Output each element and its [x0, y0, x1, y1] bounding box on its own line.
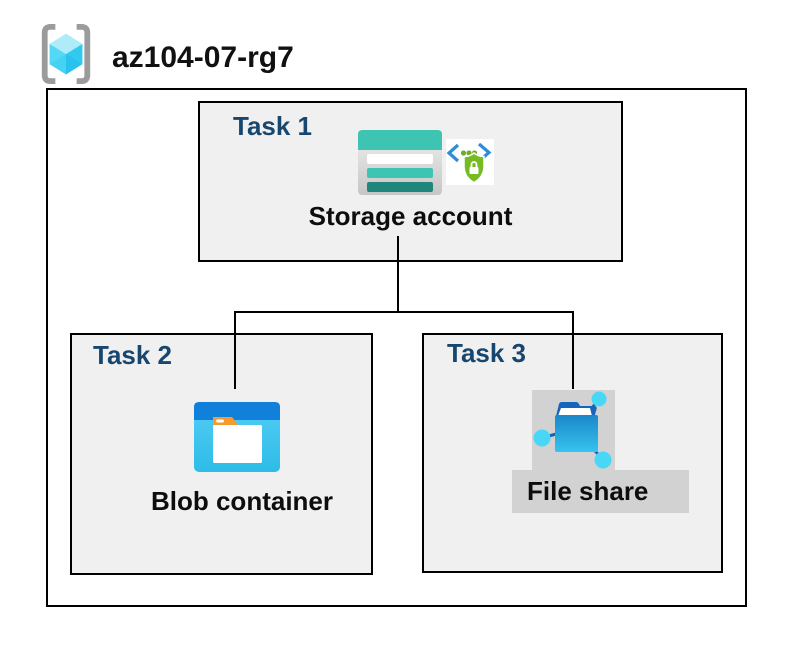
storage-account-icon: [358, 130, 442, 195]
storage-account-label: Storage account: [308, 201, 513, 231]
connector-branch-to-blob-container: [234, 311, 236, 389]
task2-label: Task 2: [93, 340, 173, 370]
file-share-label-band: File share: [512, 470, 689, 513]
blob-container-icon: [194, 402, 280, 472]
file-share-icon: [533, 391, 612, 469]
connector-horizontal-bar: [234, 311, 574, 313]
shared-access-signature-icon: [446, 139, 494, 185]
connector-storage-trunk: [397, 236, 399, 313]
file-share-label: File share: [527, 476, 649, 506]
blob-container-label: Blob container: [150, 486, 333, 516]
resource-group-header: [38, 24, 94, 84]
file-share-icon-background: [532, 390, 615, 470]
connector-branch-to-file-share: [572, 311, 574, 389]
task3-label: Task 3: [447, 338, 527, 368]
task1-box: Task 1: [198, 101, 623, 262]
task1-label: Task 1: [233, 111, 313, 141]
resource-group-name: az104-07-rg7: [112, 41, 294, 74]
resource-group-icon: [41, 24, 91, 84]
task2-box: Task 2 Blob container: [70, 333, 373, 575]
